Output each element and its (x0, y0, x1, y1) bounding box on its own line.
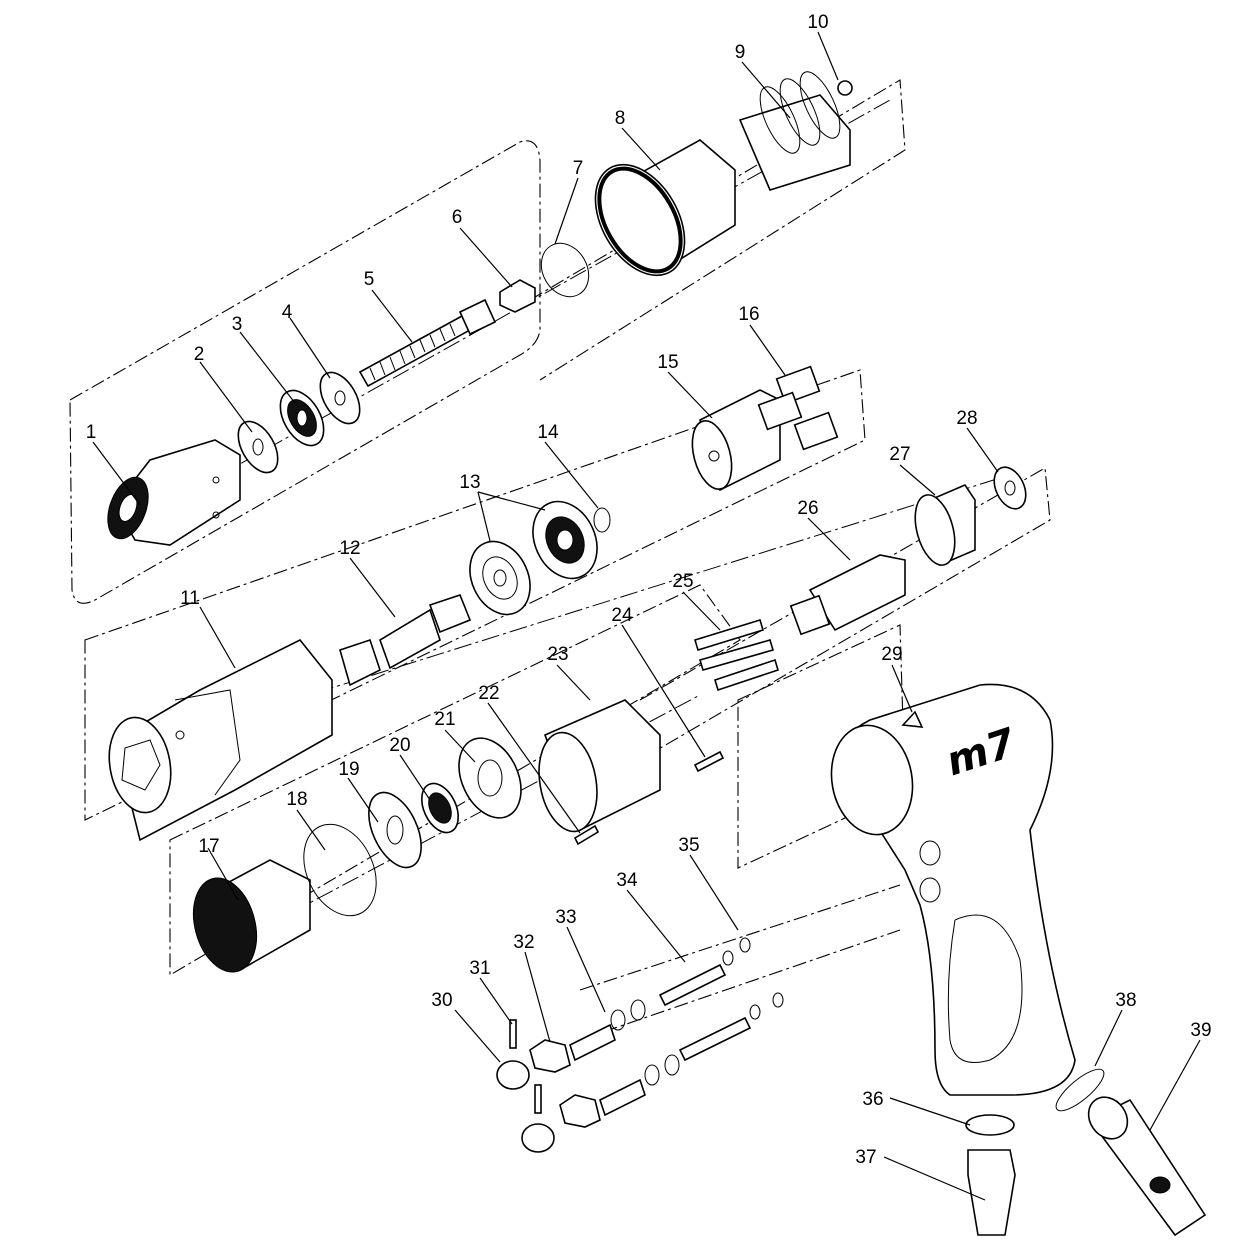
label-part-9: 9 (735, 42, 746, 63)
part-18-o-ring (303, 823, 377, 917)
label-part-21: 21 (434, 709, 455, 730)
label-part-25: 25 (672, 571, 693, 592)
part-24-pin (693, 750, 725, 773)
part-9-boot (738, 71, 851, 191)
part-1-socket (107, 439, 241, 546)
label-part-36: 36 (862, 1089, 883, 1110)
label-part-6: 6 (452, 207, 463, 228)
part-28-bearing (993, 466, 1027, 510)
group-boundaries (69, 79, 1051, 1041)
leader-lines (92, 31, 1201, 1201)
front-assembly-boundary (69, 140, 541, 604)
part-17-threaded-ring (192, 859, 311, 973)
label-part-14: 14 (537, 422, 559, 443)
part-14-clip (593, 507, 611, 533)
label-part-28: 28 (956, 408, 977, 429)
part-2-washer (237, 420, 279, 474)
label-part-5: 5 (364, 269, 375, 290)
part-15-carrier (691, 389, 781, 492)
label-part-1: 1 (86, 422, 97, 443)
label-part-11: 11 (180, 588, 200, 609)
part-39-air-regulator (1087, 1096, 1207, 1237)
label-part-37: 37 (855, 1147, 876, 1168)
part-38-gasket (1055, 1068, 1105, 1112)
part-7-seal (540, 242, 590, 298)
label-part-32: 32 (513, 932, 534, 953)
part-27-end-plate (914, 484, 976, 567)
label-part-4: 4 (282, 302, 293, 323)
label-part-3: 3 (232, 314, 243, 335)
part-3-spring-washer (279, 389, 325, 447)
valve-boundary (579, 884, 901, 1041)
part-8-sleeve (594, 139, 736, 277)
label-part-2: 2 (194, 344, 205, 365)
part-22-pin (573, 824, 600, 846)
part-16-planet-gears (757, 365, 839, 451)
label-part-8: 8 (615, 108, 626, 129)
label-part-24: 24 (611, 605, 633, 626)
valve-assembly (496, 937, 784, 1153)
part-11-hammer-case (108, 638, 333, 842)
label-part-10: 10 (807, 12, 828, 33)
part-37-inlet-bushing (967, 1149, 1016, 1236)
label-part-20: 20 (389, 735, 410, 756)
label-part-30: 30 (431, 990, 452, 1011)
label-part-34: 34 (616, 870, 638, 891)
label-part-38: 38 (1115, 990, 1136, 1011)
label-part-27: 27 (889, 444, 910, 465)
part-19-plate (368, 791, 422, 869)
part-12-anvil (339, 594, 472, 687)
label-part-23: 23 (547, 644, 568, 665)
label-part-22: 22 (478, 683, 499, 704)
label-part-13: 13 (459, 472, 480, 493)
part-10-ball (837, 80, 853, 96)
label-part-7: 7 (573, 158, 584, 179)
label-part-33: 33 (555, 907, 576, 928)
part-4-flat-washer (319, 371, 361, 425)
part-25-vanes (694, 618, 779, 692)
part-6-nut (499, 279, 536, 313)
label-part-29: 29 (881, 644, 902, 665)
label-part-16: 16 (738, 304, 759, 325)
part-5-threaded-shaft (358, 298, 497, 388)
label-part-17: 17 (198, 836, 219, 857)
part-29-housing (830, 683, 1076, 1096)
label-part-15: 15 (657, 352, 678, 373)
rear-boundary (169, 584, 741, 976)
part-36-o-ring (965, 1114, 1015, 1136)
gear-train-boundary (84, 369, 866, 821)
part-labels: 1 2 3 4 5 6 7 8 9 10 11 12 13 14 15 16 1… (86, 12, 1212, 1168)
part-13-bearings (469, 500, 598, 616)
part-20-bearing (421, 782, 459, 834)
label-part-19: 19 (338, 759, 359, 780)
part-23-cylinder (538, 699, 661, 833)
part-21-end-plate (458, 737, 522, 819)
label-part-18: 18 (286, 789, 307, 810)
label-part-39: 39 (1190, 1020, 1211, 1041)
label-part-31: 31 (469, 958, 490, 979)
label-part-26: 26 (797, 498, 818, 519)
label-part-12: 12 (339, 538, 360, 559)
part-26-rotor (789, 554, 906, 636)
label-part-35: 35 (678, 835, 699, 856)
